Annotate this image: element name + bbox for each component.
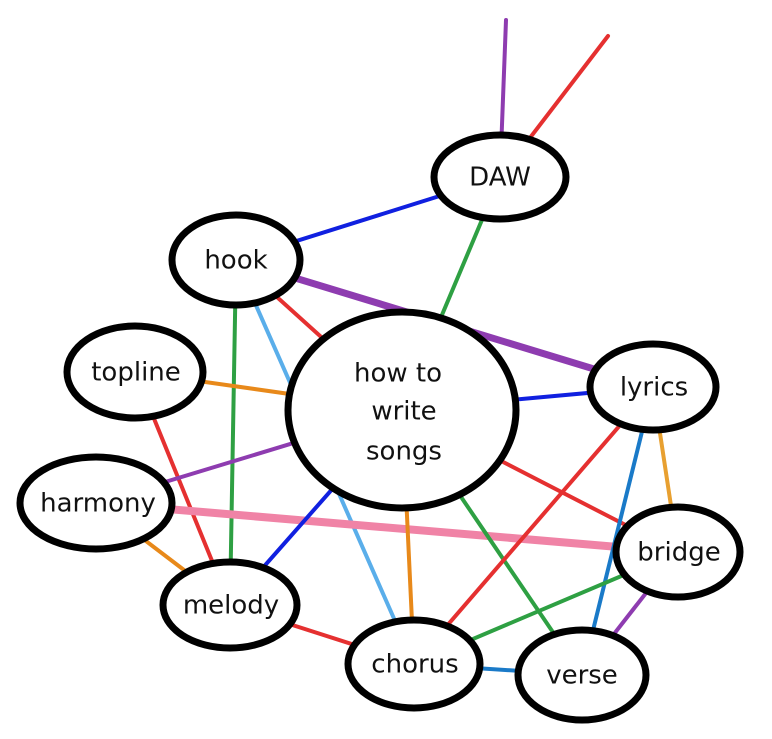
node-center-label-line-1: how to bbox=[354, 359, 442, 389]
node-lyrics[interactable]: lyrics bbox=[586, 340, 720, 434]
node-melody-label: melody bbox=[183, 591, 279, 621]
node-chorus-label: chorus bbox=[371, 650, 458, 680]
node-daw[interactable]: DAW bbox=[430, 131, 570, 223]
node-center-label-line-3: songs bbox=[366, 437, 442, 467]
node-verse[interactable]: verse bbox=[514, 626, 650, 724]
node-bridge-label: bridge bbox=[637, 538, 720, 568]
node-daw-label: DAW bbox=[469, 163, 531, 193]
node-melody[interactable]: melody bbox=[159, 558, 301, 652]
node-verse-label: verse bbox=[546, 661, 618, 691]
edge-harmony-to-bridge bbox=[92, 499, 682, 556]
edge-hook-to-melody bbox=[228, 258, 238, 607]
nodes-layer: how to write songs DAW hook topline harm… bbox=[16, 131, 744, 724]
node-lyrics-label: lyrics bbox=[620, 373, 688, 403]
node-harmony-label: harmony bbox=[40, 489, 156, 519]
node-hook-label: hook bbox=[204, 246, 267, 276]
node-topline[interactable]: topline bbox=[63, 322, 207, 422]
node-harmony[interactable]: harmony bbox=[16, 453, 176, 553]
node-topline-label: topline bbox=[91, 358, 181, 388]
node-center[interactable]: how to write songs bbox=[284, 308, 520, 512]
edge-lyrics-to-verse bbox=[580, 385, 655, 677]
node-chorus[interactable]: chorus bbox=[344, 616, 484, 712]
node-hook[interactable]: hook bbox=[168, 211, 304, 309]
node-bridge[interactable]: bridge bbox=[612, 503, 744, 601]
node-center-label-line-2: write bbox=[371, 397, 436, 427]
edge-lyrics-to-chorus bbox=[412, 385, 655, 666]
